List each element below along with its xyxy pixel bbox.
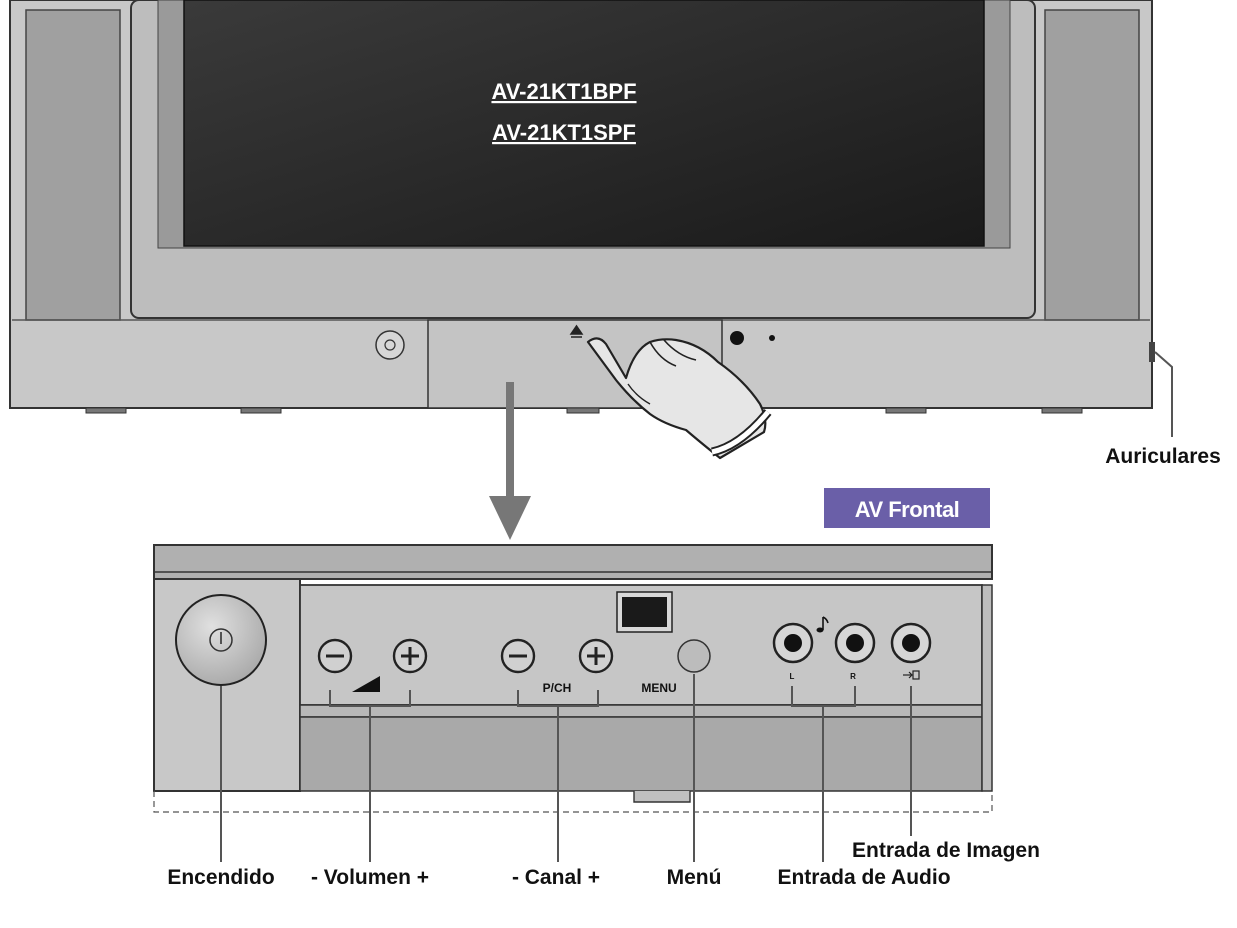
plus-icon xyxy=(401,647,419,665)
callout-lines xyxy=(220,674,912,862)
audio-right-jack[interactable] xyxy=(834,622,876,664)
power-label: Encendido xyxy=(167,866,274,889)
menu-button[interactable] xyxy=(677,639,711,673)
channel-label: - Canal + xyxy=(512,866,600,889)
audio-input-label: Entrada de Audio xyxy=(777,866,950,889)
music-note-icon xyxy=(816,616,829,633)
remote-sensor xyxy=(730,331,744,345)
power-icon xyxy=(209,628,233,652)
panel-open-icon xyxy=(569,324,584,338)
video-input-label: Entrada de Imagen xyxy=(852,839,1040,862)
left-speaker-grille xyxy=(25,9,121,321)
tv-power-button[interactable] xyxy=(375,330,405,360)
menu-panel-label: MENU xyxy=(641,681,676,695)
volume-down-button[interactable] xyxy=(317,638,353,674)
tv-cabinet xyxy=(9,0,1155,414)
pointing-hand-icon xyxy=(586,337,772,460)
audio-right-label: R xyxy=(850,672,856,681)
video-jack[interactable] xyxy=(890,622,932,664)
zoom-arrow-icon xyxy=(489,382,531,540)
menu-label: Menú xyxy=(667,866,722,889)
right-speaker-grille xyxy=(1044,9,1140,321)
volume-ramp-icon xyxy=(352,676,380,692)
headphones-label: Auriculares xyxy=(1105,445,1221,468)
channel-down-button[interactable] xyxy=(500,638,536,674)
av-frontal-badge xyxy=(824,488,990,528)
model-name-1: AV-21KT1BPF xyxy=(491,79,636,104)
audio-left-jack[interactable] xyxy=(772,622,814,664)
video-input-icon xyxy=(903,670,920,680)
power-led xyxy=(769,335,775,341)
volume-label: - Volumen + xyxy=(311,866,429,889)
av-frontal-badge-text: AV Frontal xyxy=(855,497,960,522)
plus-icon xyxy=(587,647,605,665)
tv-screen xyxy=(183,0,985,247)
pch-label: P/CH xyxy=(543,681,572,695)
volume-up-button[interactable] xyxy=(392,638,428,674)
headphone-jack[interactable] xyxy=(1149,342,1155,362)
model-name-2: AV-21KT1SPF xyxy=(492,120,636,145)
channel-up-button[interactable] xyxy=(578,638,614,674)
headphones-leader-line xyxy=(1154,351,1173,437)
audio-left-label: L xyxy=(790,672,795,681)
front-panel-detail xyxy=(153,544,993,813)
